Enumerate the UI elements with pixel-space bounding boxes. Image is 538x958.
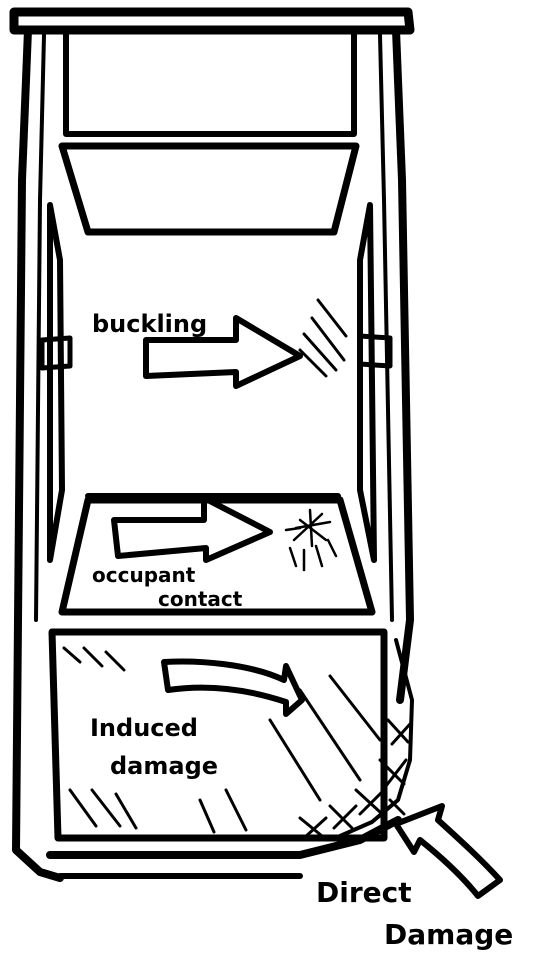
hood-hatch-right	[270, 676, 380, 800]
right-window	[360, 205, 374, 560]
right-inner-line	[380, 35, 392, 620]
buckling-hatch	[300, 300, 346, 376]
left-window	[50, 205, 62, 560]
direct-damage-zone	[300, 640, 412, 838]
induced-label-1: Induced	[90, 714, 198, 742]
car-body	[14, 12, 410, 878]
induced-arrow	[164, 662, 302, 714]
occupant-contact-annotation: occupant contact	[92, 498, 336, 611]
induced-damage-annotation: Induced damage	[64, 648, 380, 832]
rear-deck	[66, 30, 354, 134]
right-side	[396, 30, 410, 700]
buckling-annotation: buckling	[92, 300, 346, 386]
hood-hatch-bottom	[70, 790, 246, 832]
left-inner-line	[36, 35, 44, 620]
left-pillar	[42, 338, 70, 368]
rear-window	[62, 146, 356, 232]
hood-hatch-topleft	[64, 648, 124, 670]
occupant-label-1: occupant	[92, 563, 196, 587]
direct-label-2: Damage	[384, 918, 513, 951]
induced-label-2: damage	[110, 752, 218, 780]
impact-star	[286, 510, 336, 570]
occupant-label-2: contact	[158, 587, 243, 611]
direct-label-1: Direct	[316, 876, 412, 909]
occupant-arrow	[114, 498, 270, 560]
direct-damage-annotation: Direct Damage	[316, 806, 513, 951]
buckling-label: buckling	[92, 310, 207, 338]
